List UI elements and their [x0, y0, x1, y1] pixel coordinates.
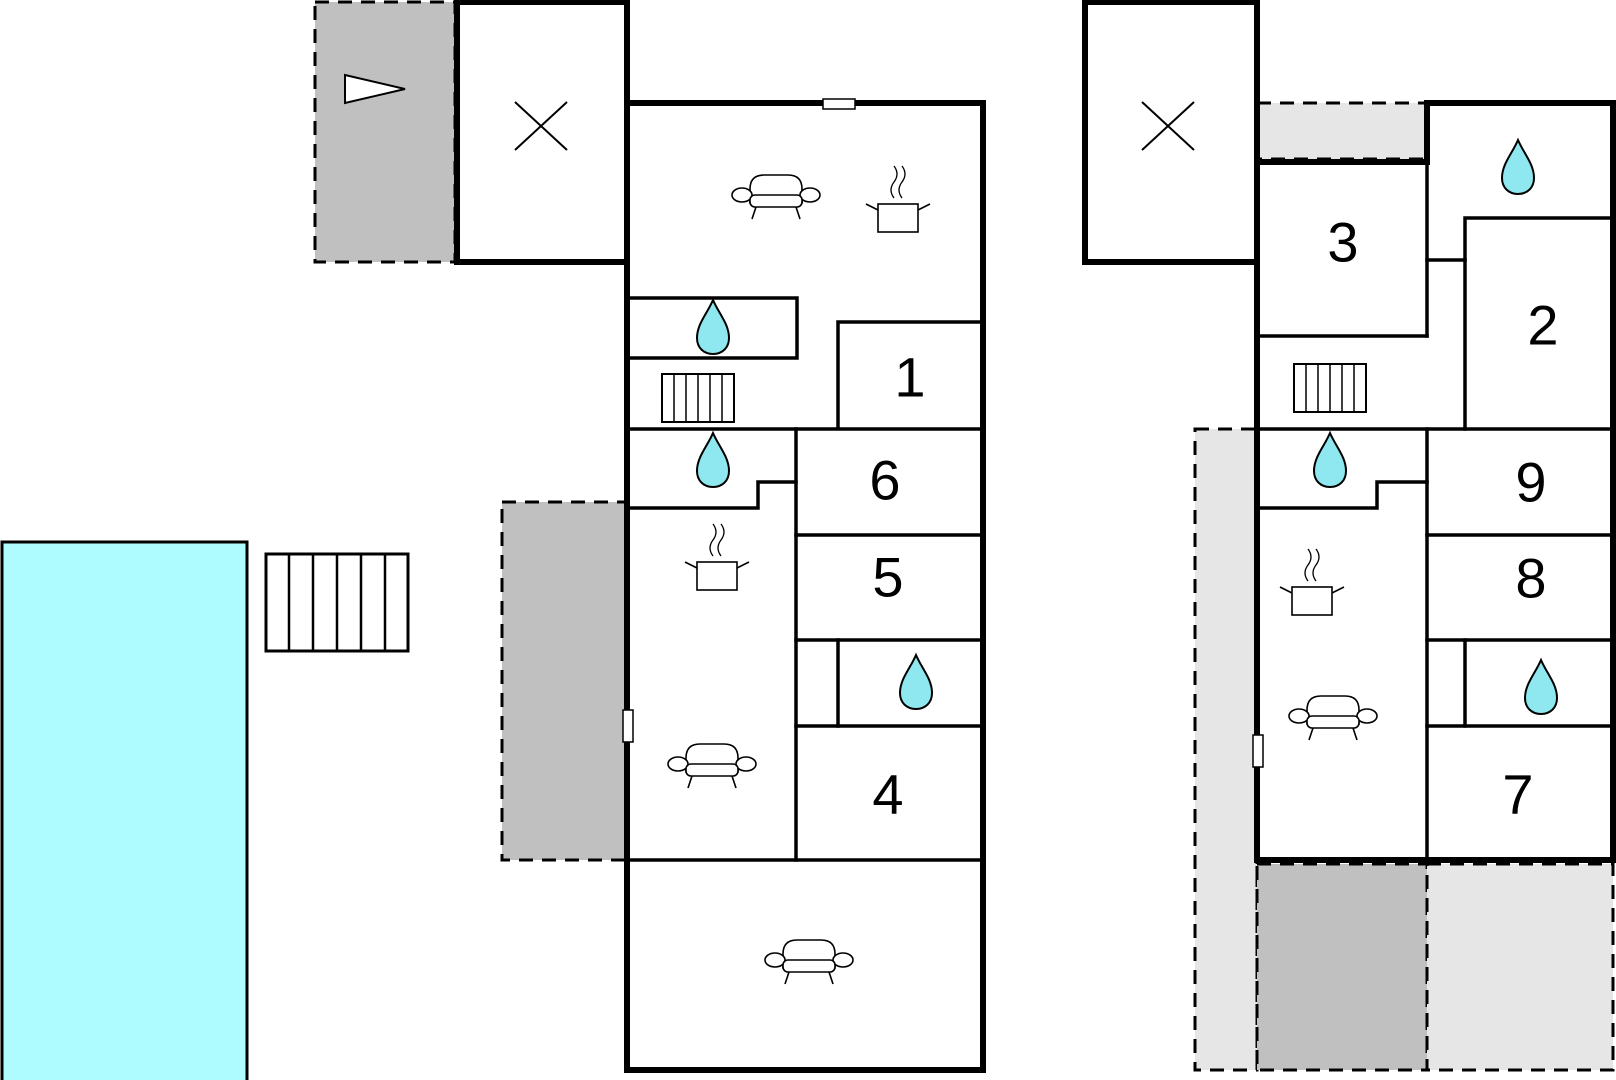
- water-drop-icon: [696, 432, 730, 488]
- outbuilding: [1082, 0, 1260, 265]
- room-3-label: 3: [1327, 211, 1358, 274]
- window: [822, 98, 856, 110]
- window: [622, 709, 634, 743]
- water-drop-icon: [899, 654, 933, 710]
- stairs-icon: [264, 552, 410, 653]
- open-terrace: [1425, 862, 1615, 1072]
- room-8-label: 8: [1515, 547, 1546, 610]
- covered-terrace: [1255, 862, 1429, 1072]
- room-5-label: 5: [872, 546, 903, 609]
- room-1-label: 1: [894, 346, 925, 409]
- stairs-icon: [661, 373, 735, 423]
- kitchen-pot-icon: [1279, 548, 1345, 616]
- kitchen-pot-icon: [684, 523, 750, 591]
- water-drop-icon: [1524, 659, 1558, 715]
- cross-icon: [1141, 101, 1195, 151]
- outbuilding: [454, 0, 630, 265]
- water-drop-icon: [1501, 139, 1535, 195]
- room-9-label: 9: [1515, 451, 1546, 514]
- sofa-icon: [764, 939, 854, 985]
- sofa-icon: [731, 174, 821, 220]
- room-7-label: 7: [1502, 763, 1533, 826]
- cross-icon: [514, 101, 568, 151]
- kitchen-pot-icon: [865, 165, 931, 233]
- sofa-icon: [1288, 695, 1378, 741]
- house-outline: [624, 100, 986, 1073]
- room-6-label: 6: [869, 449, 900, 512]
- arrow-icon: [344, 73, 406, 105]
- water-drop-icon: [696, 299, 730, 355]
- covered-terrace: [313, 0, 457, 264]
- window: [1252, 734, 1264, 768]
- open-terrace: [1255, 101, 1429, 161]
- house-outline: [1254, 100, 1616, 863]
- swimming-pool: [0, 540, 249, 1080]
- water-drop-icon: [1313, 432, 1347, 488]
- sofa-icon: [667, 743, 757, 789]
- open-terrace: [1193, 427, 1259, 1072]
- covered-terrace: [500, 500, 628, 862]
- room-4-label: 4: [872, 763, 903, 826]
- stairs-icon: [1293, 363, 1367, 413]
- room-2-label: 2: [1527, 294, 1558, 357]
